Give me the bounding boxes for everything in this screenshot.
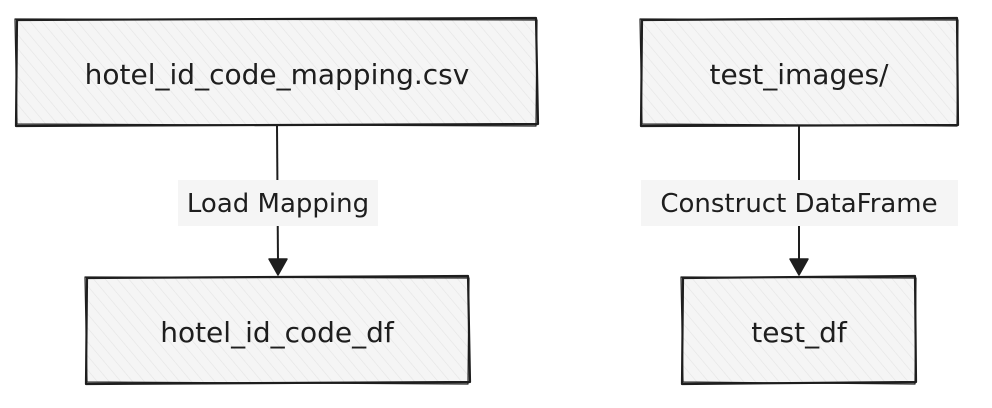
node-label: hotel_id_code_mapping.csv: [85, 58, 470, 91]
edge-label: Load Mapping: [187, 189, 369, 219]
edge-label: Construct DataFrame: [660, 189, 937, 219]
arrowhead-icon: [268, 258, 288, 276]
node-label: test_images/: [709, 58, 889, 91]
node-label: hotel_id_code_df: [160, 316, 395, 349]
node-hotel-id-code-mapping-csv: hotel_id_code_mapping.csv: [14, 16, 540, 128]
edge-label-background: [178, 180, 378, 226]
arrowhead-icon: [789, 258, 809, 276]
edge-construct-dataframe: Construct DataFrame: [641, 126, 958, 276]
node-test-images: test_images/: [639, 16, 960, 128]
edge-label-background: [641, 180, 958, 226]
node-test-df: test_df: [680, 274, 918, 386]
node-label: test_df: [751, 316, 848, 349]
edge-load-mapping: Load Mapping: [178, 125, 378, 276]
node-hotel-id-code-df: hotel_id_code_df: [84, 274, 472, 386]
